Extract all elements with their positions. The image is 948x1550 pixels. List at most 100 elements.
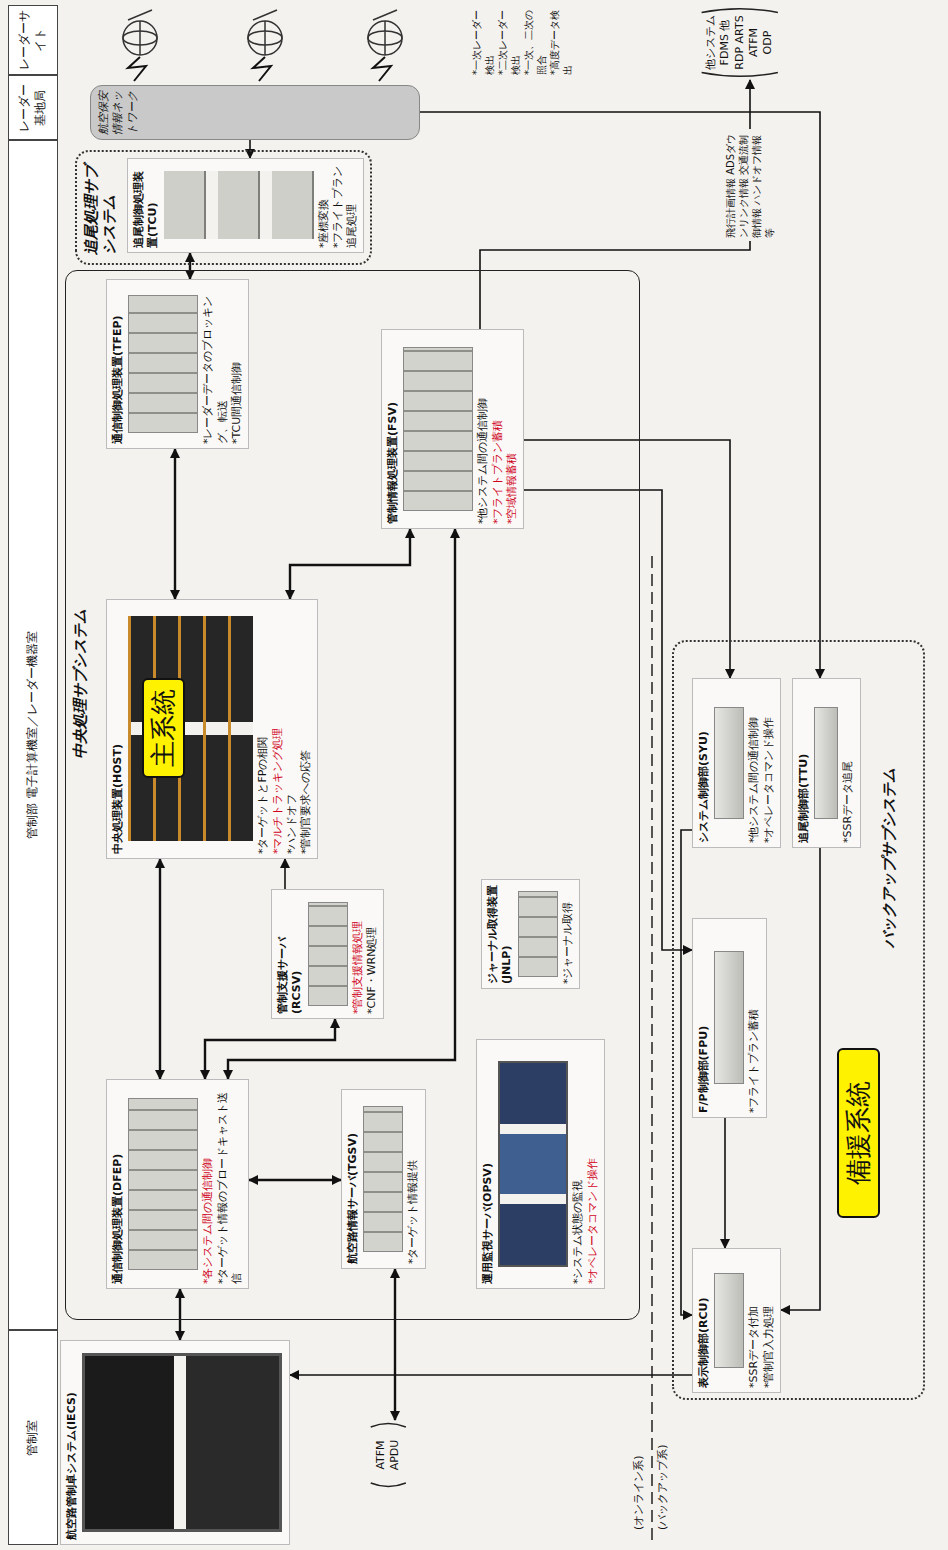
node-label: レーダー基地局: [17, 79, 48, 136]
equipment-photo: [498, 1061, 568, 1267]
group-heading: 中央処理サブシステム: [71, 609, 89, 759]
equipment-photo: [714, 1273, 744, 1368]
radio-bolt: [128, 57, 146, 81]
group-heading: 追尾処理サブシステム: [82, 160, 118, 255]
function-bullet: *高度データ検出: [548, 3, 574, 75]
online-backup-divider: [651, 550, 653, 1540]
function-bullet: *他システム間の通信制御: [476, 334, 490, 524]
group-heading: バックアップサブシステム: [880, 768, 898, 948]
radar-globe: [384, 21, 386, 55]
subsystem-group: 追尾制御処理装置(TCU)*座標変換*フライトプラン追尾処理追尾処理サブシステム: [75, 150, 372, 265]
equipment-box: 管制支援サーバ(RCSV) *管制支援情報処理*CNF・WRN処理: [271, 889, 384, 1019]
equipment-photo: [363, 1106, 403, 1252]
connector-arrow: [681, 830, 692, 1315]
column-header: レーダー基地局: [8, 75, 58, 140]
function-bullet: *管制支援情報処理: [351, 894, 365, 1014]
function-bullet: *ターゲット情報のブロードキャスト送信: [216, 1084, 245, 1284]
connector-arrow: [724, 1118, 726, 1248]
equipment-box: システム制御部(SYU)*他システム間の通信制御*オペレータコマンド操作: [692, 678, 781, 848]
connector-arrow: [249, 1179, 341, 1181]
console-box: 航空路管制卓システム(IECS): [60, 1340, 290, 1545]
node-label: 備援系統: [843, 1058, 874, 1208]
bracket-group: 他システム FDMS 他RDP ARTS ATFM ODP: [700, 5, 779, 80]
node-label: 他システム FDMS 他RDP ARTS ATFM ODP: [704, 15, 775, 70]
function-bullet: *各システム間の通信制御: [201, 1084, 215, 1284]
function-bullet: *TCU間通信制御: [230, 284, 244, 444]
equipment-box: 管制情報処理装置(FSV) *他システム間の通信制御*フライトプラン蓄積*空域情報…: [381, 329, 524, 529]
radar-globe: [248, 21, 282, 55]
function-bullet: *レーダーデータのブロッキング、転送: [201, 284, 230, 444]
equipment-name: 運用監視サーバ(OPSV): [481, 1044, 495, 1284]
connector-arrow: [284, 859, 286, 889]
equipment-photo: [403, 347, 473, 510]
equipment-name: 通信制御処理装置(TFEP): [111, 284, 125, 444]
column-header: 管制室: [8, 1330, 58, 1545]
equipment-photo: [814, 707, 838, 819]
equipment-photo: [164, 172, 314, 240]
connector-arrow: [174, 449, 176, 599]
node-label: 航空保安情報ネットワーク: [97, 90, 140, 135]
bracket-outline: [371, 1424, 406, 1487]
function-bullet: *ハンドオフ: [285, 604, 299, 854]
bracket-outline: [702, 9, 778, 77]
equipment-name: 追尾制御処理装置(TCU): [132, 163, 161, 248]
node-label: 管制室: [25, 1420, 41, 1456]
function-bullet: *ジャーナル取得: [561, 884, 575, 984]
node-label: レーダーサイト: [17, 9, 48, 71]
function-bullet: *空域情報蓄積: [505, 334, 519, 524]
equipment-box: 通信制御処理装置(TFEP) *レーダーデータのブロッキング、転送*TCU間通信制…: [106, 279, 249, 449]
node-label: 主系統: [148, 688, 179, 768]
annotation-box: 主系統: [142, 678, 185, 778]
function-bullet: *ターゲット情報提供: [406, 1094, 420, 1264]
function-bullet: *二次レーダー検出: [496, 3, 522, 75]
connector-arrow: [524, 440, 730, 678]
column-header: レーダーサイト: [8, 5, 58, 75]
radar-base: [253, 10, 277, 20]
equipment-box: 主系統中央処理装置(HOST)*ターゲットとFPの相関*マルチトラッキング処理*…: [106, 599, 318, 859]
node-label: ATFM APDU: [374, 1430, 403, 1480]
radar-globe: [139, 21, 141, 55]
function-bullet: *オペレータコマンド操作: [586, 1044, 600, 1284]
function-bullet: *フライトプラン蓄積: [491, 334, 505, 524]
equipment-photo: [714, 707, 744, 819]
node-label: 管制部 電子計算機室／レーダー機器室: [25, 631, 41, 839]
function-bullet: *SSRデータ追尾: [841, 683, 855, 843]
function-bullet: *一次レーダー検出: [470, 3, 496, 75]
connector-arrow: [290, 1374, 692, 1376]
radar-function-list: *一次レーダー検出*二次レーダー検出*一次、二次の照合*高度データ検出: [470, 3, 574, 75]
equipment-photo: [128, 1098, 198, 1270]
equipment-box: 運用監視サーバ(OPSV) *システム状態の監視*オペレータコマンド操作: [476, 1039, 605, 1289]
radar-base: [373, 10, 397, 20]
function-bullet: *システム状態の監視: [571, 1044, 585, 1284]
connector-arrow: [159, 859, 161, 1079]
equipment-name: 表示制御部(RCU): [697, 1253, 711, 1388]
function-bullet: *CNF・WRN処理: [365, 894, 379, 1014]
equipment-box: 追尾制御部(TTU)*SSRデータ追尾: [792, 678, 861, 848]
equipment-box: 表示制御部(RCU)*SSRデータ付加*管制官入力処理: [692, 1248, 781, 1393]
function-bullet: *管制官要求への応答: [299, 604, 313, 854]
subsystem-group: システム制御部(SYU)*他システム間の通信制御*オペレータコマンド操作追尾制御…: [672, 640, 925, 1400]
equipment-name: 航空路情報サーバ(TGSV): [346, 1094, 360, 1264]
network-box: 航空保安情報ネットワーク: [90, 85, 420, 140]
function-bullet: *他システム間の通信制御: [747, 683, 761, 843]
equipment-name: 管制支援サーバ(RCSV): [276, 894, 305, 1014]
function-bullet: *マルチトラッキング処理: [271, 604, 285, 854]
connector-arrow: [189, 253, 191, 279]
function-bullet: *座標変換: [317, 163, 331, 248]
equipment-name: システム制御部(SYU): [697, 683, 711, 843]
equipment-photo: [518, 891, 558, 977]
radio-bolt: [128, 57, 391, 81]
equipment-photo: [714, 952, 744, 1085]
annotation-box: 備援系統: [837, 1048, 880, 1218]
column-header: 管制部 電子計算機室／レーダー機器室: [8, 140, 58, 1330]
divider-label: (バックアップ系): [656, 1444, 670, 1530]
equipment-name: 管制情報処理装置(FSV): [386, 334, 400, 524]
equipment-photo: [82, 1353, 282, 1532]
radio-bolt: [373, 57, 391, 81]
equipment-name: F/P制御部(FPU): [697, 923, 711, 1113]
function-bullet: *管制官入力処理: [762, 1253, 776, 1388]
bracket-group: ATFM APDU: [370, 1420, 407, 1490]
radar-globe: [368, 21, 402, 55]
equipment-photo: [308, 902, 348, 1005]
equipment-box: F/P制御部(FPU)*フライトプラン蓄積: [692, 918, 767, 1118]
